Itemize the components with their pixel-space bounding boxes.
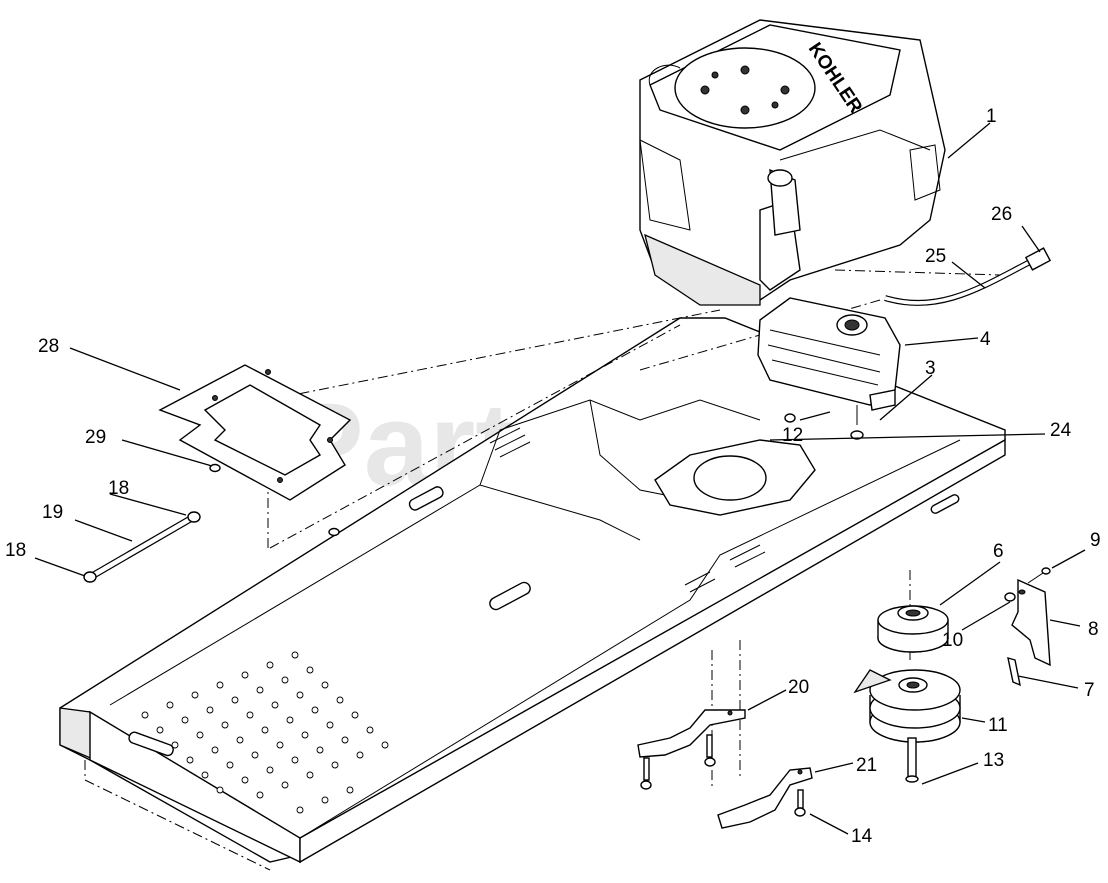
engine-side-panel <box>639 139 691 231</box>
engine-flywheel-cover <box>674 47 816 129</box>
nut-18-left <box>83 571 97 583</box>
engine-knob <box>767 169 793 187</box>
callout-18-top: 18 <box>108 478 129 499</box>
callout-13: 13 <box>983 750 1004 771</box>
pulley-6 <box>877 605 949 653</box>
bracket-20 <box>637 709 746 790</box>
spacer-7 <box>1007 657 1021 687</box>
muffler-ribs <box>767 329 881 386</box>
callout-18-bottom: 18 <box>5 540 26 561</box>
engine-base <box>644 233 761 306</box>
engine-intake <box>909 144 941 201</box>
mount-gasket <box>158 364 352 501</box>
engine-mount-hole <box>693 455 767 501</box>
muffler-bracket <box>869 389 896 411</box>
callout-1: 1 <box>986 106 997 127</box>
callout-29: 29 <box>85 427 106 448</box>
engine-shroud-edge <box>779 129 931 161</box>
bracket-8 <box>1011 578 1051 667</box>
callout-9: 9 <box>1090 530 1101 551</box>
callout-25: 25 <box>925 246 946 267</box>
callout-12: 12 <box>782 425 803 446</box>
callout-21: 21 <box>856 755 877 776</box>
frame-inner-rail <box>109 484 641 706</box>
callout-8: 8 <box>1088 619 1099 640</box>
frame-center-rail <box>299 439 961 839</box>
part-12 <box>784 413 796 423</box>
floor-holes <box>141 651 389 814</box>
engine-hose-top <box>648 64 681 86</box>
fuel-fitting <box>1024 247 1052 271</box>
gasket-inner <box>203 384 321 476</box>
callout-3: 3 <box>925 358 936 379</box>
bracket-21 <box>717 767 813 829</box>
fuel-line <box>884 247 1052 306</box>
bolt-13 <box>905 737 919 783</box>
clutch-11 <box>853 669 961 743</box>
callout-26: 26 <box>991 204 1012 225</box>
callout-10: 10 <box>942 630 963 651</box>
bolts-29 <box>209 463 340 537</box>
callout-20: 20 <box>788 677 809 698</box>
mower-frame <box>59 269 1006 871</box>
callout-28: 28 <box>38 336 59 357</box>
frame-side-face <box>299 438 1006 864</box>
callout-labels: 1 3 4 6 7 8 9 10 11 12 13 14 18 18 19 20… <box>5 106 1101 847</box>
bolt-9 <box>1027 567 1051 584</box>
callout-24: 24 <box>1050 420 1072 441</box>
callout-4: 4 <box>980 329 991 350</box>
leader-lines <box>34 122 1086 835</box>
bolt-3 <box>850 405 864 440</box>
callout-11: 11 <box>988 715 1008 736</box>
callout-6: 6 <box>993 541 1004 562</box>
nut-18-right <box>187 511 201 523</box>
nut-10 <box>1004 592 1016 602</box>
callout-7: 7 <box>1084 680 1095 701</box>
engine: KOHLER <box>639 19 946 306</box>
frame-slots <box>128 427 960 757</box>
callout-19: 19 <box>42 502 63 523</box>
rod-19 <box>83 511 201 583</box>
callout-14: 14 <box>851 826 873 847</box>
muffler <box>757 297 901 411</box>
